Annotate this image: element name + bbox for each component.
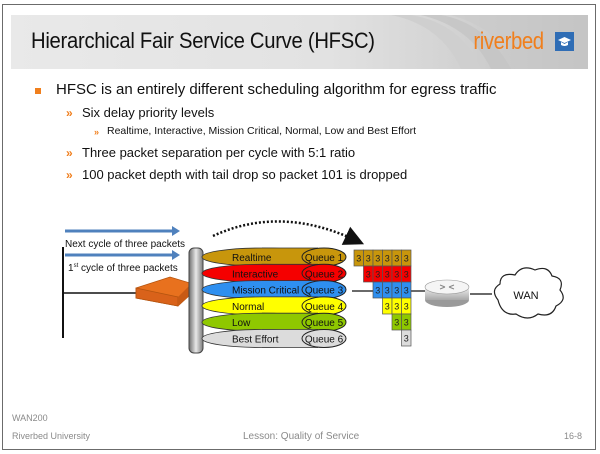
queue-band-fill <box>262 280 317 299</box>
bullet-sub-1-detail: Realtime, Interactive, Mission Critical,… <box>107 125 417 137</box>
chevron-bullet-icon: » <box>66 168 73 182</box>
queue-band-fill <box>262 296 317 315</box>
bullet-sub-1: Six delay priority levels <box>82 105 215 120</box>
packet-label: 3 <box>375 254 380 264</box>
slide-header: Hierarchical Fair Service Curve (HFSC) r… <box>11 15 588 69</box>
packet: 3 <box>372 249 383 267</box>
queue-priority-label: Low <box>232 318 251 329</box>
next-cycle-arrowhead-icon <box>172 226 180 236</box>
scheduler-wheel <box>188 247 204 354</box>
packet-label: 3 <box>404 302 409 312</box>
riverbed-logo-text: riverbed <box>473 28 545 55</box>
packet-label: 3 <box>404 318 409 328</box>
queue-priority-label: Normal <box>232 302 264 313</box>
packet: 3 <box>401 329 412 347</box>
first-cycle-label: 1st cycle of three packets <box>68 263 178 274</box>
queue-band-fill <box>262 264 317 283</box>
wan-cloud-icon: WAN <box>493 267 564 319</box>
packet-label: 3 <box>394 302 399 312</box>
queue-band-fill <box>262 248 317 266</box>
queue-priority-label: Realtime <box>232 253 272 264</box>
next-cycle-label: Next cycle of three packets <box>65 239 185 250</box>
router-icon <box>424 279 470 307</box>
graduation-cap-icon <box>555 32 574 51</box>
packet: 3 <box>372 281 383 299</box>
packet: 3 <box>401 249 412 267</box>
packet: 3 <box>391 313 402 331</box>
packet-label: 3 <box>404 286 409 296</box>
packet: 3 <box>391 249 402 267</box>
packet-label: 3 <box>385 302 390 312</box>
queue-number-label: Queue 3 <box>305 286 344 297</box>
packet-label: 3 <box>366 270 371 280</box>
queue-number-label: Queue 1 <box>305 253 344 264</box>
packet-label: 3 <box>375 270 380 280</box>
queue-number-label: Queue 6 <box>305 335 344 346</box>
footer-page-number: 16-8 <box>564 431 583 441</box>
footer-org: Riverbed University <box>12 431 91 441</box>
packet: 3 <box>382 281 393 299</box>
packet-label: 3 <box>394 286 399 296</box>
packet: 3 <box>391 265 402 283</box>
first-cycle-arrowhead-icon <box>172 250 180 260</box>
packet: 3 <box>363 265 374 283</box>
packet: 3 <box>372 265 383 283</box>
packet-label: 3 <box>385 286 390 296</box>
packet-label: 3 <box>394 318 399 328</box>
queue-priority-label: Mission Critical <box>232 286 299 297</box>
packet-label: 3 <box>394 270 399 280</box>
packet: 3 <box>401 265 412 283</box>
packet-label: 3 <box>404 334 409 344</box>
dotted-cycle-arrow <box>212 220 365 245</box>
chevron-bullet-icon: » <box>66 146 73 160</box>
packet: 3 <box>382 249 393 267</box>
packet: 3 <box>391 281 402 299</box>
queue-number-oval <box>301 329 347 348</box>
packet: 3 <box>382 297 393 315</box>
chevron-bullet-icon: » <box>94 127 100 137</box>
packet-label: 3 <box>356 254 361 264</box>
slide-title: Hierarchical Fair Service Curve (HFSC) <box>31 28 375 53</box>
packet: 3 <box>391 297 402 315</box>
packet: 3 <box>401 297 412 315</box>
queue-row: Best Effort Queue 6 <box>201 329 347 348</box>
queue-number-label: Queue 2 <box>305 269 344 280</box>
bullet-sub-2: Three packet separation per cycle with 5… <box>82 145 356 160</box>
bullet-square-icon <box>35 88 41 94</box>
bullet-sub-3: 100 packet depth with tail drop so packe… <box>82 167 408 182</box>
bullet-main: HFSC is an entirely different scheduling… <box>56 81 497 98</box>
queue-band-fill <box>262 329 317 348</box>
footer-lesson: Lesson: Quality of Service <box>243 431 360 442</box>
wan-label: WAN <box>513 290 538 302</box>
packet-label: 3 <box>385 270 390 280</box>
queue-row: Interactive Queue 2 <box>201 263 347 283</box>
packet: 3 <box>401 281 412 299</box>
queue-band-fill <box>262 313 317 332</box>
chevron-bullet-icon: » <box>66 106 73 120</box>
footer-course: WAN200 <box>12 413 48 423</box>
packet: 3 <box>353 249 364 267</box>
queue-row: Normal Queue 4 <box>201 296 347 316</box>
queue-number-label: Queue 4 <box>305 302 344 313</box>
packet-label: 3 <box>404 270 409 280</box>
queue-row: Realtime Queue 1 <box>201 247 347 267</box>
queue-row: Mission Critical Queue 3 <box>201 280 347 300</box>
steelhead-appliance-icon <box>135 276 191 307</box>
packet-label: 3 <box>366 254 371 264</box>
packet-label: 3 <box>375 286 380 296</box>
queue-priority-label: Best Effort <box>232 335 279 346</box>
packet: 3 <box>401 313 412 331</box>
packet: 3 <box>382 265 393 283</box>
header-swoosh-decoration <box>391 15 588 69</box>
packet: 3 <box>363 249 374 267</box>
packet-label: 3 <box>385 254 390 264</box>
slide-frame <box>2 4 596 450</box>
packet-label: 3 <box>394 254 399 264</box>
packet-label: 3 <box>404 254 409 264</box>
queue-number-label: Queue 5 <box>305 318 344 329</box>
queue-priority-label: Interactive <box>232 269 279 280</box>
queue-row: Low Queue 5 <box>201 312 347 332</box>
